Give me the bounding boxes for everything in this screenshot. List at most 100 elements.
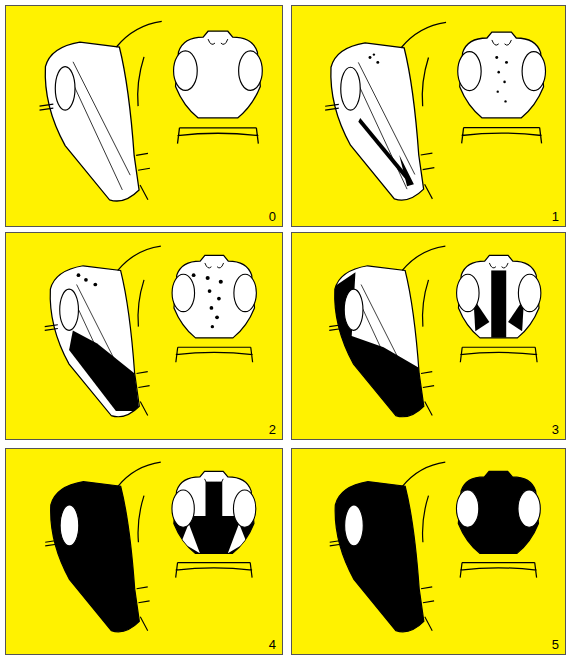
stage-number: 0 xyxy=(269,210,276,223)
drawing-part xyxy=(40,104,54,110)
drawing-part xyxy=(489,263,508,268)
drawing-part xyxy=(329,325,342,331)
drawing-part xyxy=(116,21,161,47)
drawing-part xyxy=(333,272,429,425)
drawing-part xyxy=(326,477,433,645)
stage-number: 5 xyxy=(552,638,559,651)
drawing-part xyxy=(522,52,545,91)
drawing-part xyxy=(326,477,433,645)
head-illustration xyxy=(292,6,565,226)
drawing-part xyxy=(421,587,434,631)
stage-panel: 0 xyxy=(5,5,283,227)
drawing-part xyxy=(211,325,214,328)
drawing-part xyxy=(84,278,88,282)
drawing-part xyxy=(491,270,506,340)
head-illustration xyxy=(292,233,565,439)
drawing-part xyxy=(447,463,550,566)
drawing-part xyxy=(137,587,150,631)
drawing-part xyxy=(208,39,228,44)
drawing-part xyxy=(163,482,265,561)
head-illustration xyxy=(6,233,282,439)
drawing-part xyxy=(205,263,224,268)
drawing-part xyxy=(401,22,446,47)
stage-number: 1 xyxy=(552,210,559,223)
drawing-part xyxy=(60,505,79,546)
drawing-part xyxy=(489,479,508,484)
drawing-part xyxy=(518,274,540,311)
drawing-part xyxy=(460,347,537,362)
drawing-part xyxy=(138,496,144,543)
drawing-part xyxy=(45,325,58,331)
stage-panel: 1 xyxy=(291,5,566,227)
stage-number: 4 xyxy=(269,638,276,651)
drawing-part xyxy=(505,61,508,64)
head-illustration xyxy=(6,6,282,226)
drawing-part xyxy=(402,462,445,486)
drawing-part xyxy=(473,270,524,340)
drawing-part xyxy=(118,462,161,486)
drawing-part xyxy=(176,347,253,362)
drawing-part xyxy=(69,330,139,411)
drawing-part xyxy=(233,490,255,527)
drawing-part xyxy=(176,563,252,578)
drawing-part xyxy=(497,90,499,92)
drawing-part xyxy=(181,524,200,554)
drawing-part xyxy=(369,56,372,59)
drawing-part xyxy=(42,477,145,640)
drawing-part xyxy=(376,61,379,64)
drawing-part xyxy=(330,540,343,546)
drawing-part xyxy=(205,479,224,484)
drawing-part xyxy=(217,297,221,301)
drawing-part xyxy=(210,306,214,310)
drawing-part xyxy=(462,128,542,144)
drawing-part xyxy=(460,563,536,578)
drawing-part xyxy=(234,274,256,311)
drawing-part xyxy=(136,153,150,199)
drawing-part xyxy=(50,266,139,417)
drawing-part xyxy=(423,496,429,543)
drawing-part xyxy=(358,53,414,186)
drawing-part xyxy=(421,153,435,199)
drawing-part xyxy=(138,280,144,327)
drawing-part xyxy=(333,272,429,425)
stage-number: 2 xyxy=(269,423,276,436)
drawing-part xyxy=(174,51,198,90)
stage-panel: 3 xyxy=(291,232,566,440)
drawing-part xyxy=(497,71,500,74)
drawing-part xyxy=(495,56,508,103)
drawing-part xyxy=(215,315,219,319)
drawing-part xyxy=(504,100,506,102)
drawing-part xyxy=(456,490,478,527)
drawing-part xyxy=(138,57,144,106)
drawing-part xyxy=(423,280,429,327)
drawing-part xyxy=(219,280,223,284)
stage-panel: 2 xyxy=(5,232,283,440)
head-illustration xyxy=(6,449,282,654)
stage-panel: 4 xyxy=(5,448,283,655)
drawing-part xyxy=(192,273,223,328)
drawing-part xyxy=(341,67,361,110)
drawing-part xyxy=(495,56,498,59)
drawing-part xyxy=(373,53,375,55)
drawing-part xyxy=(178,128,259,144)
drawing-part xyxy=(331,43,424,200)
drawing-part xyxy=(399,155,414,186)
drawing-part xyxy=(69,273,139,411)
drawing-part xyxy=(208,289,212,293)
drawing-part xyxy=(228,524,247,554)
drawing-part xyxy=(77,273,81,277)
drawing-part xyxy=(344,289,363,330)
stage-panel: 5 xyxy=(291,448,566,655)
drawing-part xyxy=(345,505,364,546)
drawing-part xyxy=(447,463,550,566)
drawing-part xyxy=(325,104,339,110)
drawing-part xyxy=(206,276,210,280)
drawing-part xyxy=(358,118,411,182)
drawing-part xyxy=(518,490,540,527)
drawing-part xyxy=(239,51,263,90)
stage-number: 3 xyxy=(552,423,559,436)
drawing-part xyxy=(503,81,506,84)
head-illustration xyxy=(292,449,565,654)
drawing-part xyxy=(458,52,481,91)
drawing-part xyxy=(422,58,428,107)
